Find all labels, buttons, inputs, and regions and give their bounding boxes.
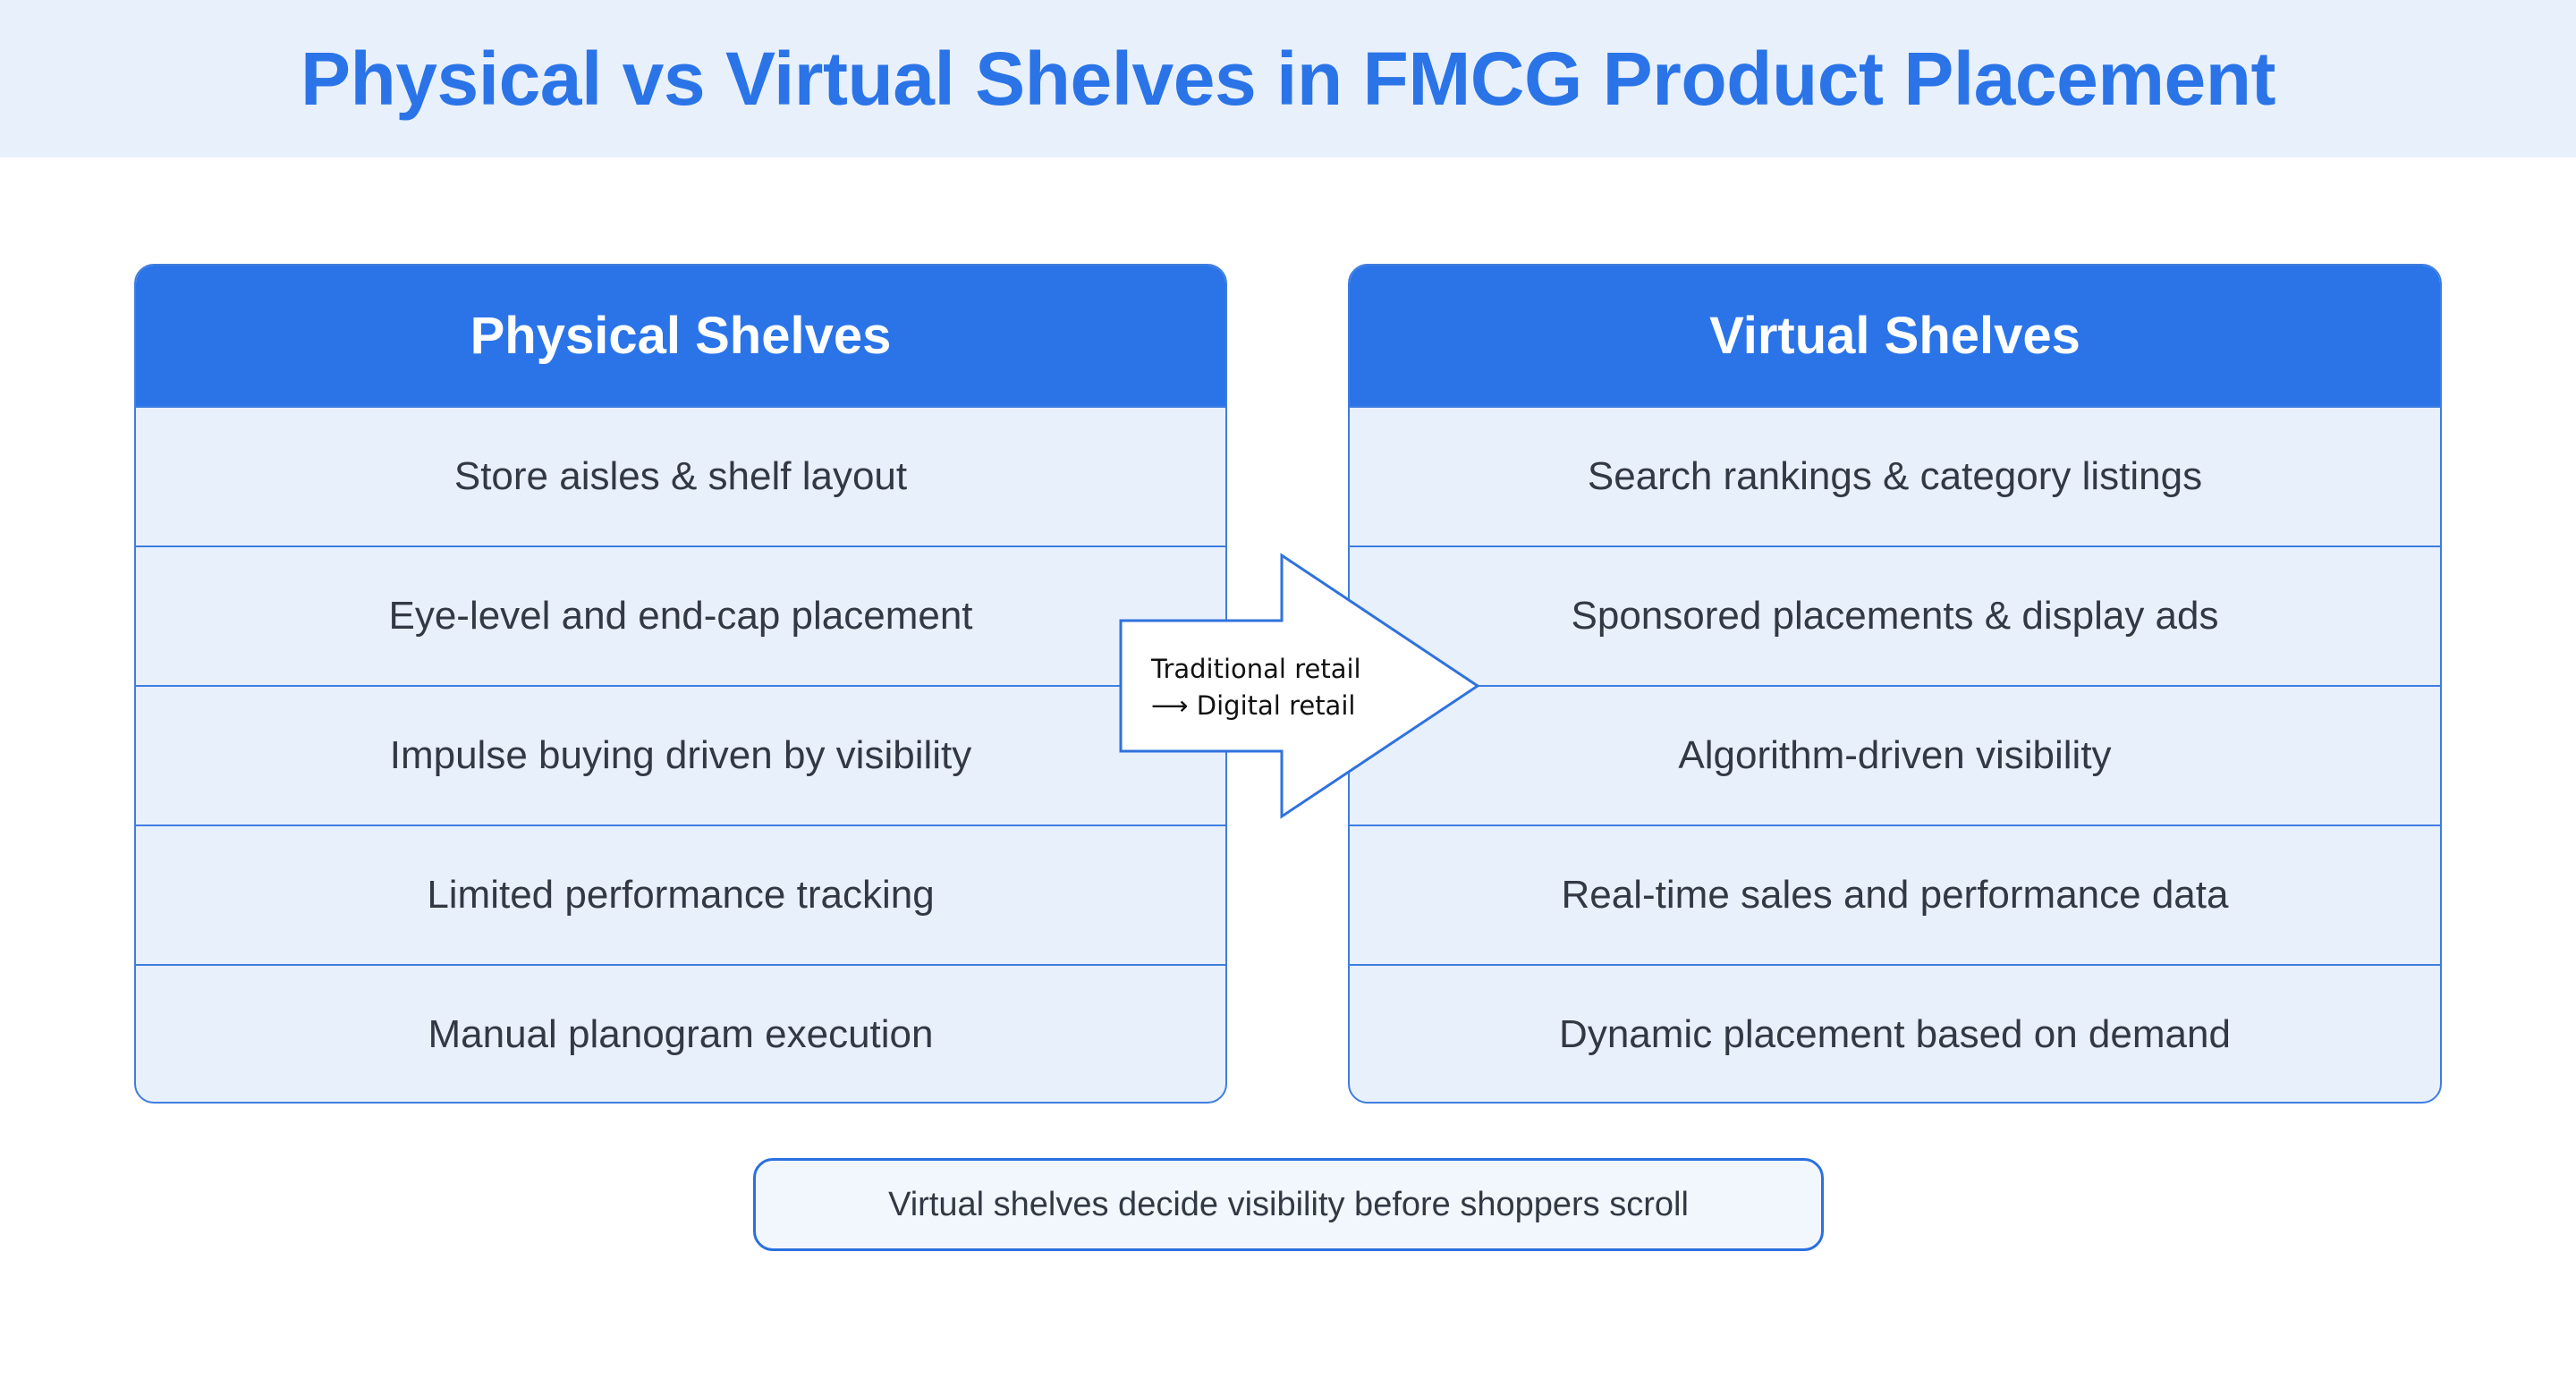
summary-callout: Virtual shelves decide visibility before… <box>753 1158 1824 1251</box>
physical-shelves-header: Physical Shelves <box>136 266 1225 406</box>
virtual-row: Sponsored placements & display ads <box>1350 545 2440 685</box>
transition-label: Traditional retail ⟶ Digital retail <box>1151 651 1419 724</box>
physical-row: Impulse buying driven by visibility <box>136 685 1225 825</box>
virtual-row: Real-time sales and performance data <box>1350 825 2440 964</box>
virtual-row: Search rankings & category listings <box>1350 406 2440 545</box>
virtual-row: Dynamic placement based on demand <box>1350 964 2440 1102</box>
virtual-shelves-header: Virtual Shelves <box>1350 266 2440 406</box>
transition-label-line2: ⟶ Digital retail <box>1151 690 1356 721</box>
transition-label-line1: Traditional retail <box>1151 654 1361 684</box>
page-title: Physical vs Virtual Shelves in FMCG Prod… <box>300 36 2276 121</box>
physical-row: Eye-level and end-cap placement <box>136 545 1225 685</box>
physical-shelves-panel: Physical Shelves Store aisles & shelf la… <box>134 264 1227 1104</box>
right-arrow-icon <box>1119 553 1480 819</box>
physical-row: Manual planogram execution <box>136 964 1225 1102</box>
title-band <box>0 0 2576 157</box>
physical-row: Store aisles & shelf layout <box>136 406 1225 545</box>
virtual-shelves-panel: Virtual Shelves Search rankings & catego… <box>1348 264 2442 1104</box>
summary-callout-text: Virtual shelves decide visibility before… <box>888 1185 1689 1223</box>
virtual-row: Algorithm-driven visibility <box>1350 685 2440 825</box>
physical-row: Limited performance tracking <box>136 825 1225 964</box>
